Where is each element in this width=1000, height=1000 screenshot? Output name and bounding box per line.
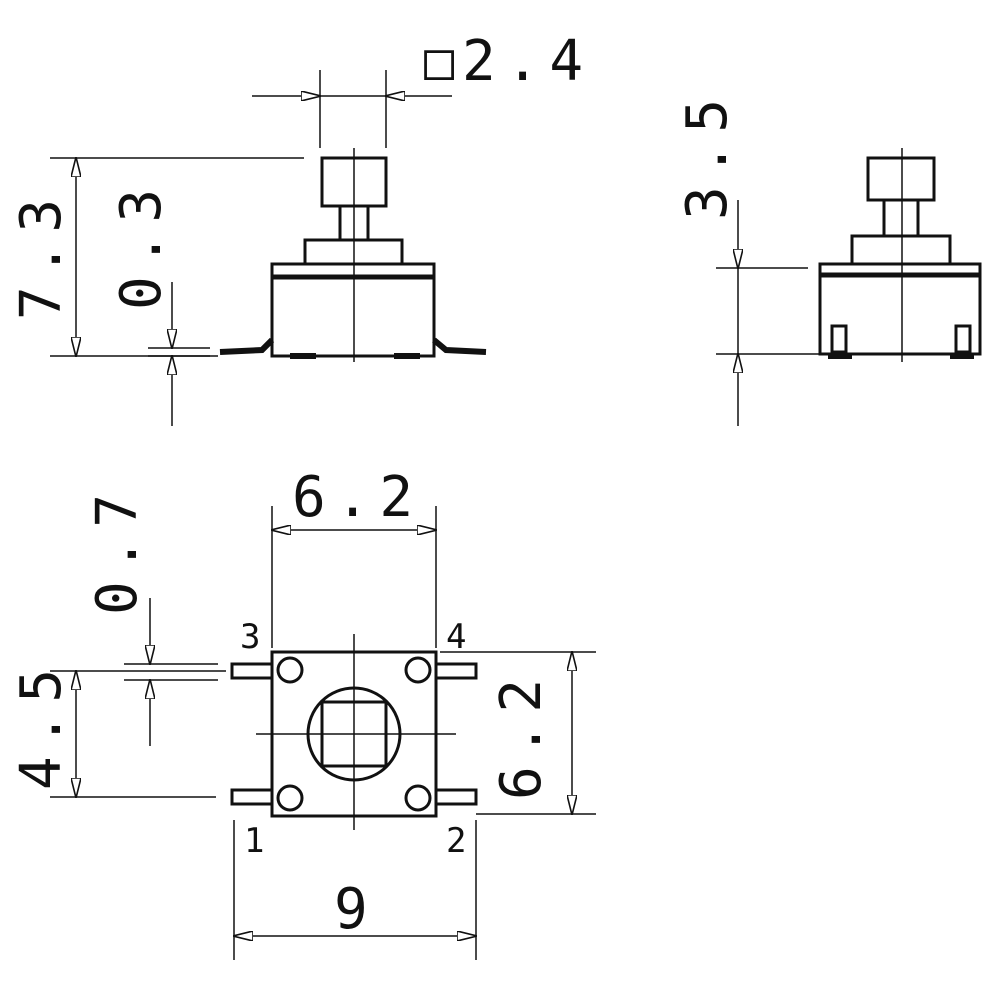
top-hole-4 [404, 656, 432, 684]
top-hole-1 [276, 784, 304, 812]
side-stem-cap [866, 156, 936, 202]
side-body [818, 262, 982, 356]
front-lead-left [219, 337, 275, 355]
dim-stem-width-prefix: □ [424, 32, 460, 90]
dim-pin-pitch: 4.5 [9, 659, 74, 790]
top-hole-2 [404, 784, 432, 812]
dim-body-height: 3.5 [675, 89, 740, 220]
dim-lead-thickness: 0.3 [109, 179, 174, 310]
top-lead-4 [434, 662, 478, 680]
side-dimensions [716, 200, 820, 426]
top-lead-1 [230, 788, 274, 806]
top-dimensions [50, 506, 596, 960]
dim-pin-width: 0.7 [85, 484, 150, 615]
top-hole-3 [276, 656, 304, 684]
pin-label-4: 4 [446, 617, 466, 657]
front-body [270, 262, 436, 358]
dim-stem-width: 2.4 [462, 29, 593, 94]
front-lead-right [432, 337, 487, 355]
side-view [818, 148, 982, 362]
dim-total-height: 7.3 [9, 189, 74, 320]
side-pin-left [830, 324, 848, 354]
top-view [230, 634, 478, 830]
front-dimensions [50, 70, 452, 426]
top-lead-2 [434, 788, 478, 806]
dim-body-width-top: 6.2 [292, 465, 423, 530]
pin-label-3: 3 [240, 617, 260, 657]
side-pin-right [954, 324, 972, 354]
pin-label-1: 1 [244, 821, 264, 861]
dim-overall-width: 9 [334, 877, 368, 942]
pin-label-2: 2 [446, 821, 466, 861]
side-collar [850, 234, 952, 266]
front-view [219, 148, 487, 362]
dim-body-width-side: 6.2 [489, 669, 554, 800]
top-lead-3 [230, 662, 274, 680]
